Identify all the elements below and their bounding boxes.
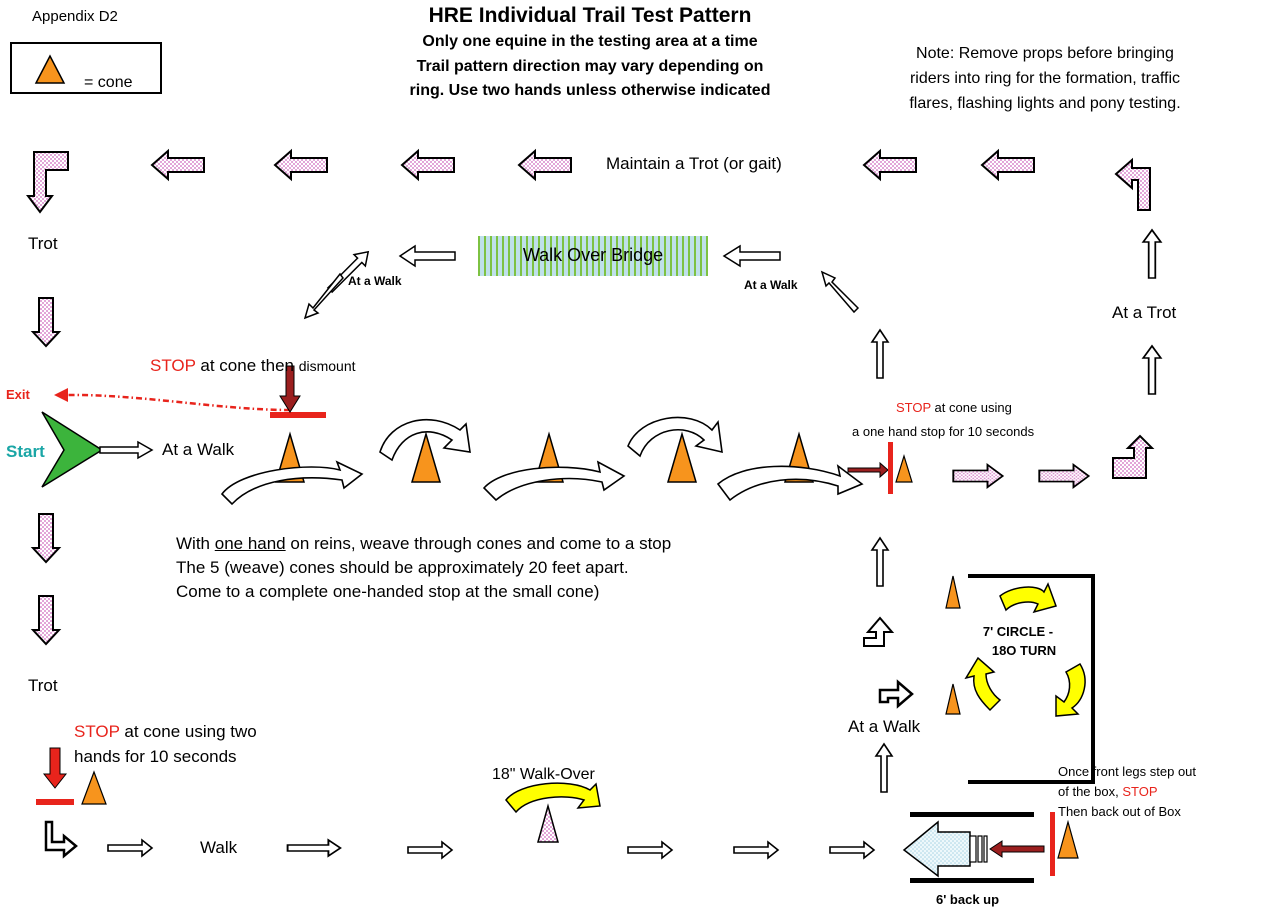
header-line2: Trail pattern direction may vary dependi… — [416, 58, 764, 75]
circle-line1: 7' CIRCLE - — [982, 624, 1054, 639]
walkover-cone — [537, 803, 559, 843]
backup-line1: Once front legs step out — [1058, 764, 1197, 779]
weave-arrows — [220, 416, 864, 506]
bridge-label: Walk Over Bridge — [522, 245, 664, 265]
start-label: Start — [6, 442, 45, 461]
two-hand-stop-arrow — [42, 747, 68, 789]
bridge-walk-right: At a Walk — [744, 278, 798, 292]
one-hand-stop-line1: STOP at cone using — [896, 400, 1012, 415]
header-line1: Only one equine in the testing area at a… — [422, 33, 758, 50]
corner-turn-icon — [1114, 157, 1151, 211]
backup-rail-bottom — [910, 878, 1034, 883]
header-line3: ring. Use two hands unless otherwise ind… — [409, 82, 771, 99]
two-hand-cone — [81, 770, 107, 805]
walk-over-bridge: Walk Over Bridge — [478, 236, 708, 276]
small-cone — [895, 453, 913, 483]
weave-line2: The 5 (weave) cones should be approximat… — [176, 558, 629, 577]
one-hand-stop-line2: a one hand stop for 10 seconds — [852, 424, 1035, 439]
bridge-walk-left: At a Walk — [348, 274, 402, 288]
maintain-trot-label: Maintain a Trot (or gait) — [606, 154, 782, 173]
box-cone — [945, 575, 961, 609]
box-walk-label: At a Walk — [848, 717, 921, 736]
start-arrow — [99, 440, 154, 460]
diagonal-arrow — [303, 272, 344, 320]
page-title: HRE Individual Trail Test Pattern — [428, 4, 752, 27]
dismount-arrow — [279, 365, 301, 413]
bridge-arrow-left — [398, 244, 456, 268]
backup-red-arrow — [989, 840, 1045, 858]
legend-cone-icon — [34, 54, 66, 84]
dismount-instruction: STOP at cone then dismount — [150, 356, 356, 375]
box-cone — [945, 683, 961, 715]
circle-box — [968, 574, 1095, 784]
corner-turn-icon — [26, 151, 69, 214]
top-row-arrows — [151, 150, 1035, 180]
turn-arrow-icon — [863, 616, 895, 647]
backup-cone — [1057, 819, 1079, 859]
corner-turn-icon — [1112, 434, 1155, 479]
turn-arrow-icon — [878, 679, 914, 709]
exit-arrowhead-icon — [54, 388, 68, 402]
start-walk-label: At a Walk — [162, 440, 235, 459]
two-hand-stop-line2: hands for 10 seconds — [74, 747, 237, 766]
weave-line3: Come to a complete one-handed stop at th… — [176, 582, 600, 601]
backup-line2: of the box, STOP — [1058, 784, 1158, 799]
start-chevron-icon — [41, 411, 104, 488]
walkover-label: 18" Walk-Over — [492, 766, 595, 783]
weave-line1: With one hand on reins, weave through co… — [176, 534, 672, 553]
backup-line3: Then back out of Box — [1058, 804, 1181, 819]
one-hand-stop-bar — [888, 442, 893, 494]
two-hand-stop-bar — [36, 799, 74, 805]
note-line1: Note: Remove props before bringing — [916, 45, 1174, 62]
at-a-trot-label: At a Trot — [1112, 303, 1177, 322]
dismount-stop-bar — [270, 412, 326, 418]
bridge-arrow-right — [722, 244, 781, 268]
backup-rail-top — [910, 812, 1034, 817]
trot-label-bottom: Trot — [28, 676, 58, 695]
exit-path — [65, 393, 291, 412]
bottom-walk-label: Walk — [200, 838, 238, 857]
two-hand-stop-line1: STOP at cone using two — [74, 722, 257, 741]
legend-box: = cone — [10, 42, 162, 94]
backup-arrow — [902, 820, 971, 878]
note-line3: flares, flashing lights and pony testing… — [909, 95, 1181, 112]
exit-label: Exit — [6, 387, 30, 402]
diagonal-arrow — [820, 270, 860, 314]
appendix-label: Appendix D2 — [32, 8, 118, 25]
circle-arrows — [964, 582, 1086, 717]
legend-label: = cone — [84, 74, 133, 91]
small-stop-arrow — [847, 461, 889, 479]
circle-line2: 18O TURN — [991, 643, 1057, 658]
walkover-arrow — [505, 782, 601, 814]
backup-label: 6' back up — [936, 892, 1000, 907]
trot-label-top: Trot — [28, 234, 58, 253]
backup-stop-bar — [1050, 812, 1055, 876]
note-line2: riders into ring for the formation, traf… — [909, 70, 1181, 87]
turn-arrow-icon — [44, 820, 78, 859]
